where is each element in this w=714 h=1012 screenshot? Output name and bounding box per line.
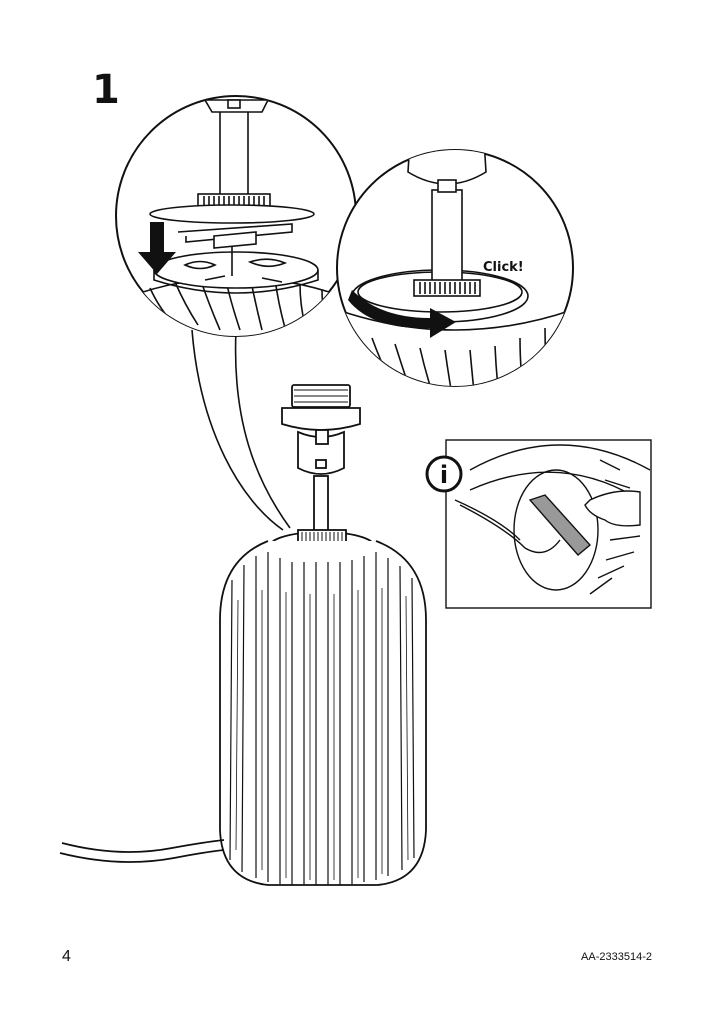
page-number: 4 (62, 948, 71, 965)
lamp-socket (281, 384, 361, 533)
detail-connector-lines (191, 329, 291, 531)
svg-text:i: i (440, 461, 448, 489)
detail-circle-press-down (115, 95, 357, 337)
info-detail-box: i (425, 439, 652, 609)
info-icon: i (425, 455, 463, 493)
rotate-arrow (348, 290, 456, 338)
lamp-base (219, 540, 427, 886)
power-cord (59, 839, 225, 863)
click-label: Click! (483, 260, 524, 275)
step-number: 1 (92, 67, 120, 113)
detail-circle-rotate: Click! (336, 149, 574, 387)
document-code: AA-2333514-2 (581, 951, 652, 963)
press-down-arrow (138, 222, 176, 274)
